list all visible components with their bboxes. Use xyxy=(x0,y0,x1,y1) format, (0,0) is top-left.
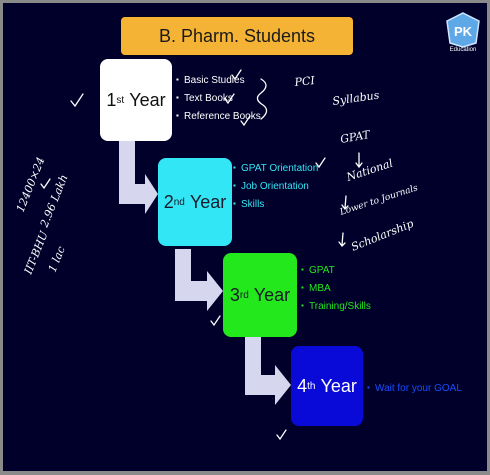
year-2-label: Year xyxy=(189,191,227,212)
note-right-2: Syllabus xyxy=(332,88,381,107)
arrow-down-mark xyxy=(341,195,349,210)
arrow-2-to-3 xyxy=(175,249,223,311)
year-4-list: Wait for your GOAL xyxy=(367,383,462,401)
year-2-suffix: nd xyxy=(173,196,185,208)
year-4-label: Year xyxy=(320,375,357,396)
note-right-6: Scholarship xyxy=(349,217,415,254)
arrow-down-mark xyxy=(338,232,346,247)
year-2-number: 2 xyxy=(163,191,174,212)
year-1-item: Text Books xyxy=(176,93,261,104)
year-3-item: Training/Skills xyxy=(301,301,371,312)
pk-education-logo-icon: PK Education xyxy=(443,11,483,59)
note-right-1: PCI xyxy=(293,74,316,89)
svg-text:PK: PK xyxy=(454,24,473,39)
year-3-label: Year xyxy=(253,284,291,305)
check-mark-icon xyxy=(231,69,242,81)
slide-title: B. Pharm. Students xyxy=(121,17,353,55)
check-mark-icon xyxy=(70,93,84,108)
note-left-2: 2.96 Lakh xyxy=(37,173,70,230)
check-mark-icon xyxy=(224,93,235,105)
year-3-item: GPAT xyxy=(301,265,371,276)
logo-caption: Education xyxy=(449,47,477,53)
year-1-item: Reference Books xyxy=(176,111,261,122)
note-right-3: GPAT xyxy=(339,128,372,146)
year-3-list: GPAT MBA Training/Skills xyxy=(301,265,371,319)
year-4-item: Wait for your GOAL xyxy=(367,383,462,394)
year-2-item: Skills xyxy=(233,199,318,210)
arrow-3-to-4 xyxy=(245,337,291,405)
note-right-5: Lower to Journals xyxy=(338,183,420,218)
flow-arrows xyxy=(119,141,291,405)
check-mark-icon xyxy=(276,429,287,441)
year-1-number: 1 xyxy=(106,89,117,110)
year-2-list: GPAT Orientation Job Orientation Skills xyxy=(233,163,318,217)
year-3-number: 3 xyxy=(229,284,240,305)
brace-mark xyxy=(256,78,268,120)
year-1-label: Year xyxy=(129,89,166,110)
check-mark-icon xyxy=(315,157,326,169)
arrow-1-to-2 xyxy=(119,141,158,214)
year-1-list: Basic Studies Text Books Reference Books xyxy=(176,75,261,129)
note-left-1: 12400×24 xyxy=(14,155,48,214)
check-mark-icon xyxy=(40,178,51,190)
year-2-item: Job Orientation xyxy=(233,181,318,192)
note-left-4: 1 lac xyxy=(46,244,68,274)
check-mark-icon xyxy=(240,115,251,127)
note-right-4: National xyxy=(344,157,395,185)
year-3-suffix: rd xyxy=(239,289,249,301)
year-1-item: Basic Studies xyxy=(176,75,261,86)
year-1-suffix: st xyxy=(116,94,125,106)
year-3-item: MBA xyxy=(301,283,371,294)
arrow-down-mark xyxy=(355,152,363,169)
handwriting-layer: 12400×24 2.96 Lakh IIT-BHU 1 lac PCI Syl… xyxy=(14,69,420,441)
year-4-number: 4 xyxy=(297,375,308,396)
year-2-item: GPAT Orientation xyxy=(233,163,318,174)
check-mark-icon xyxy=(210,315,221,327)
year-4-suffix: th xyxy=(307,380,316,392)
